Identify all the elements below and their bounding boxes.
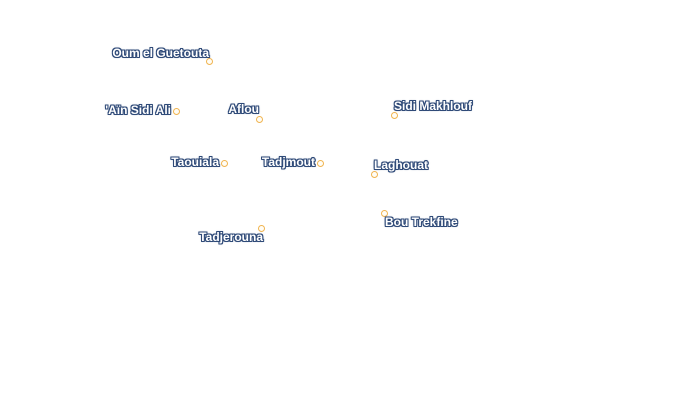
place-label: 'Aïn Sidi Ali [105,103,171,117]
place-marker-icon[interactable] [172,107,180,115]
place-label: Taouiala [171,155,219,169]
place-marker-icon[interactable] [257,224,265,232]
place-marker-icon[interactable] [205,57,213,65]
place-marker-icon[interactable] [370,170,378,178]
place-label: Oum el Guetouta [112,46,209,60]
place-label: Bou Trekfine [385,215,458,229]
place-marker-icon[interactable] [220,159,228,167]
place-label: Laghouat [374,158,428,172]
place-marker-icon[interactable] [255,115,263,123]
place-label: Aflou [228,102,259,116]
place-label: Sidi Makhlouf [394,99,472,113]
place-marker-icon[interactable] [316,159,324,167]
place-label: Tadjerouna [199,230,263,244]
place-marker-icon[interactable] [380,209,388,217]
place-label: Tadjmout [261,155,315,169]
place-marker-icon[interactable] [390,111,398,119]
